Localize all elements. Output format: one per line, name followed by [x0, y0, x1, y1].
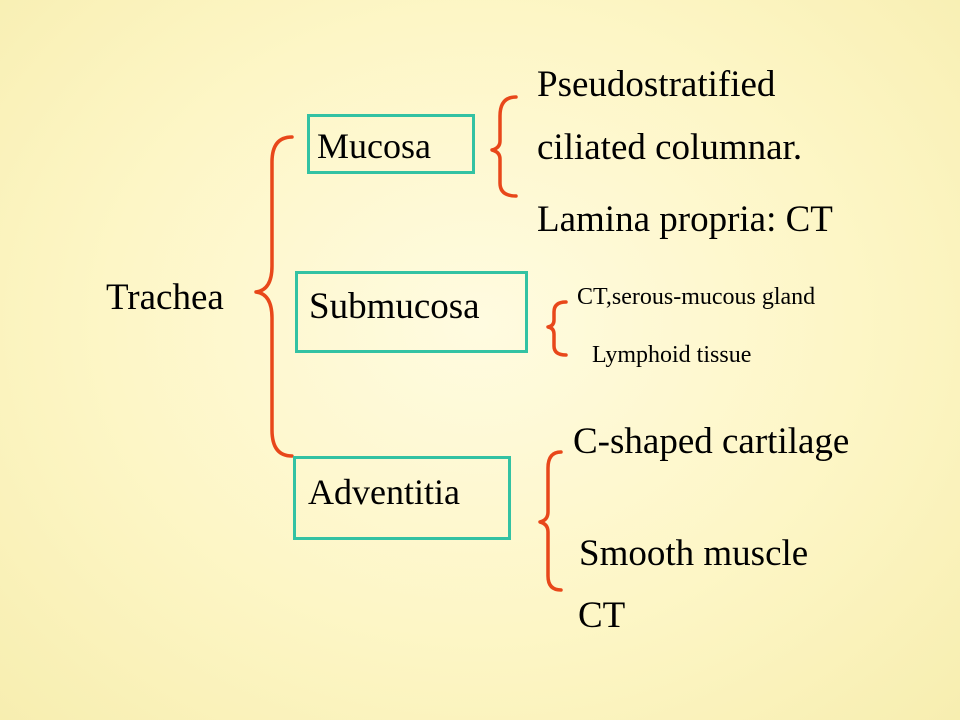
main-bracket: [254, 135, 294, 458]
mucosa-box: Mucosa: [307, 114, 475, 174]
mucosa-label: Mucosa: [317, 126, 431, 166]
adventitia-detail-3: CT: [578, 595, 626, 636]
root-label: Trachea: [106, 277, 224, 318]
submucosa-detail-2: Lymphoid tissue: [592, 342, 752, 368]
adventitia-detail-1: C-shaped cartilage: [573, 421, 850, 462]
submucosa-box: Submucosa: [295, 271, 528, 353]
mucosa-detail-1: Pseudostratified: [537, 64, 776, 105]
mucosa-bracket: [490, 95, 518, 198]
adventitia-label: Adventitia: [308, 472, 460, 512]
submucosa-detail-1: CT,serous-mucous gland: [577, 284, 816, 310]
mucosa-detail-2: ciliated columnar.: [537, 127, 803, 168]
adventitia-bracket: [538, 450, 563, 592]
adventitia-detail-2: Smooth muscle: [579, 533, 809, 574]
submucosa-bracket: [546, 300, 568, 357]
submucosa-label: Submucosa: [309, 286, 480, 327]
mucosa-detail-3: Lamina propria: CT: [537, 199, 833, 240]
adventitia-box: Adventitia: [293, 456, 511, 540]
